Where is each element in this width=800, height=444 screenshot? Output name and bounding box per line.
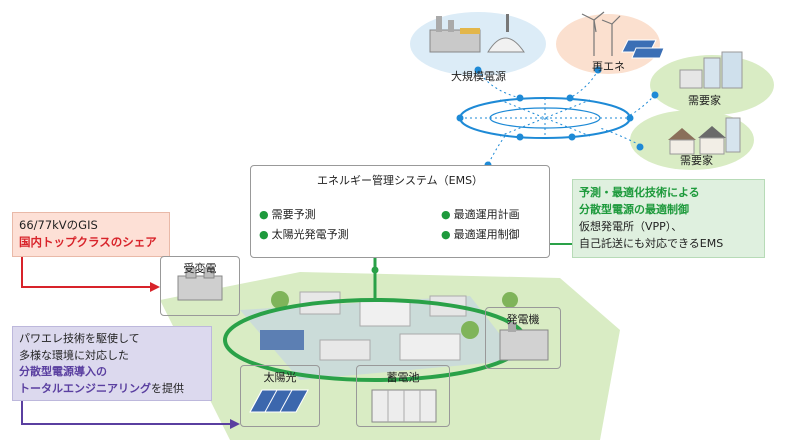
solar-panel-icon: [249, 389, 309, 413]
renewable-blob: [556, 14, 660, 74]
ems-item: ●最適運用制御: [441, 228, 520, 241]
houses-icon-2: [668, 117, 741, 155]
gis-line-1: 66/77kVのGIS: [19, 218, 98, 232]
pe-line-2: 多様な環境に対応した: [19, 348, 129, 362]
factory-icon: [429, 16, 481, 53]
gis-arrow: [21, 257, 150, 288]
ems-item: ●需要予測: [259, 208, 316, 221]
solar-card: 太陽光: [240, 365, 320, 427]
ems-title: エネルギー管理システム（EMS）: [316, 174, 484, 187]
battery-container-icon: [371, 389, 437, 423]
large-power-label: 大規模電源: [451, 70, 506, 83]
solar-panel-field-icon: [621, 39, 665, 59]
substation-equipment-icon: [177, 267, 223, 301]
generator-card: 発電機: [485, 307, 561, 369]
consumer-label-1: 需要家: [688, 94, 721, 107]
substation-card: 受変電: [160, 256, 240, 316]
buildings-icon-1: [679, 51, 743, 89]
generator-icon: [499, 322, 549, 361]
generator-label: 発電機: [506, 313, 540, 326]
pe-arrow: [21, 401, 230, 425]
solar-label: 太陽光: [263, 371, 297, 384]
gis-callout: 66/77kVのGIS 国内トップクラスのシェア: [12, 212, 170, 257]
gis-line-2: 国内トップクラスのシェア: [19, 235, 157, 249]
ems-item: ●太陽光発電予測: [259, 228, 349, 241]
battery-card: 蓄電池: [356, 365, 450, 427]
consumer-label-2: 需要家: [680, 154, 713, 167]
opt-line-2: 分散型電源の最適制御: [579, 203, 689, 216]
renewable-label: 再エネ: [592, 60, 625, 73]
ems-panel: エネルギー管理システム（EMS） ●需要予測 ●太陽光発電予測 ●最適運用計画 …: [250, 165, 550, 258]
ems-item: ●最適運用計画: [441, 208, 520, 221]
power-electronics-callout: パワエレ技術を駆使して 多様な環境に対応した 分散型電源導入の トータルエンジニ…: [12, 326, 212, 401]
opt-line-3: 仮想発電所（VPP）、: [579, 220, 683, 233]
substation-label: 受変電: [183, 262, 217, 275]
network-ring: [459, 69, 656, 166]
pe-line-3: 分散型電源導入の: [19, 365, 107, 378]
opt-line-4: 自己託送にも対応できるEMS: [579, 237, 724, 250]
reactor-icon: [487, 14, 525, 53]
optimization-callout: 予測・最適化技術による 分散型電源の最適制御 仮想発電所（VPP）、 自己託送に…: [572, 179, 765, 258]
network-nodes: [456, 66, 659, 169]
battery-label: 蓄電池: [386, 371, 420, 384]
wind-turbine-icon: [581, 11, 621, 56]
pe-line-4: トータルエンジニアリングを提供: [19, 381, 184, 395]
opt-line-1: 予測・最適化技術による: [579, 186, 700, 199]
pe-line-1: パワエレ技術を駆使して: [19, 332, 140, 345]
